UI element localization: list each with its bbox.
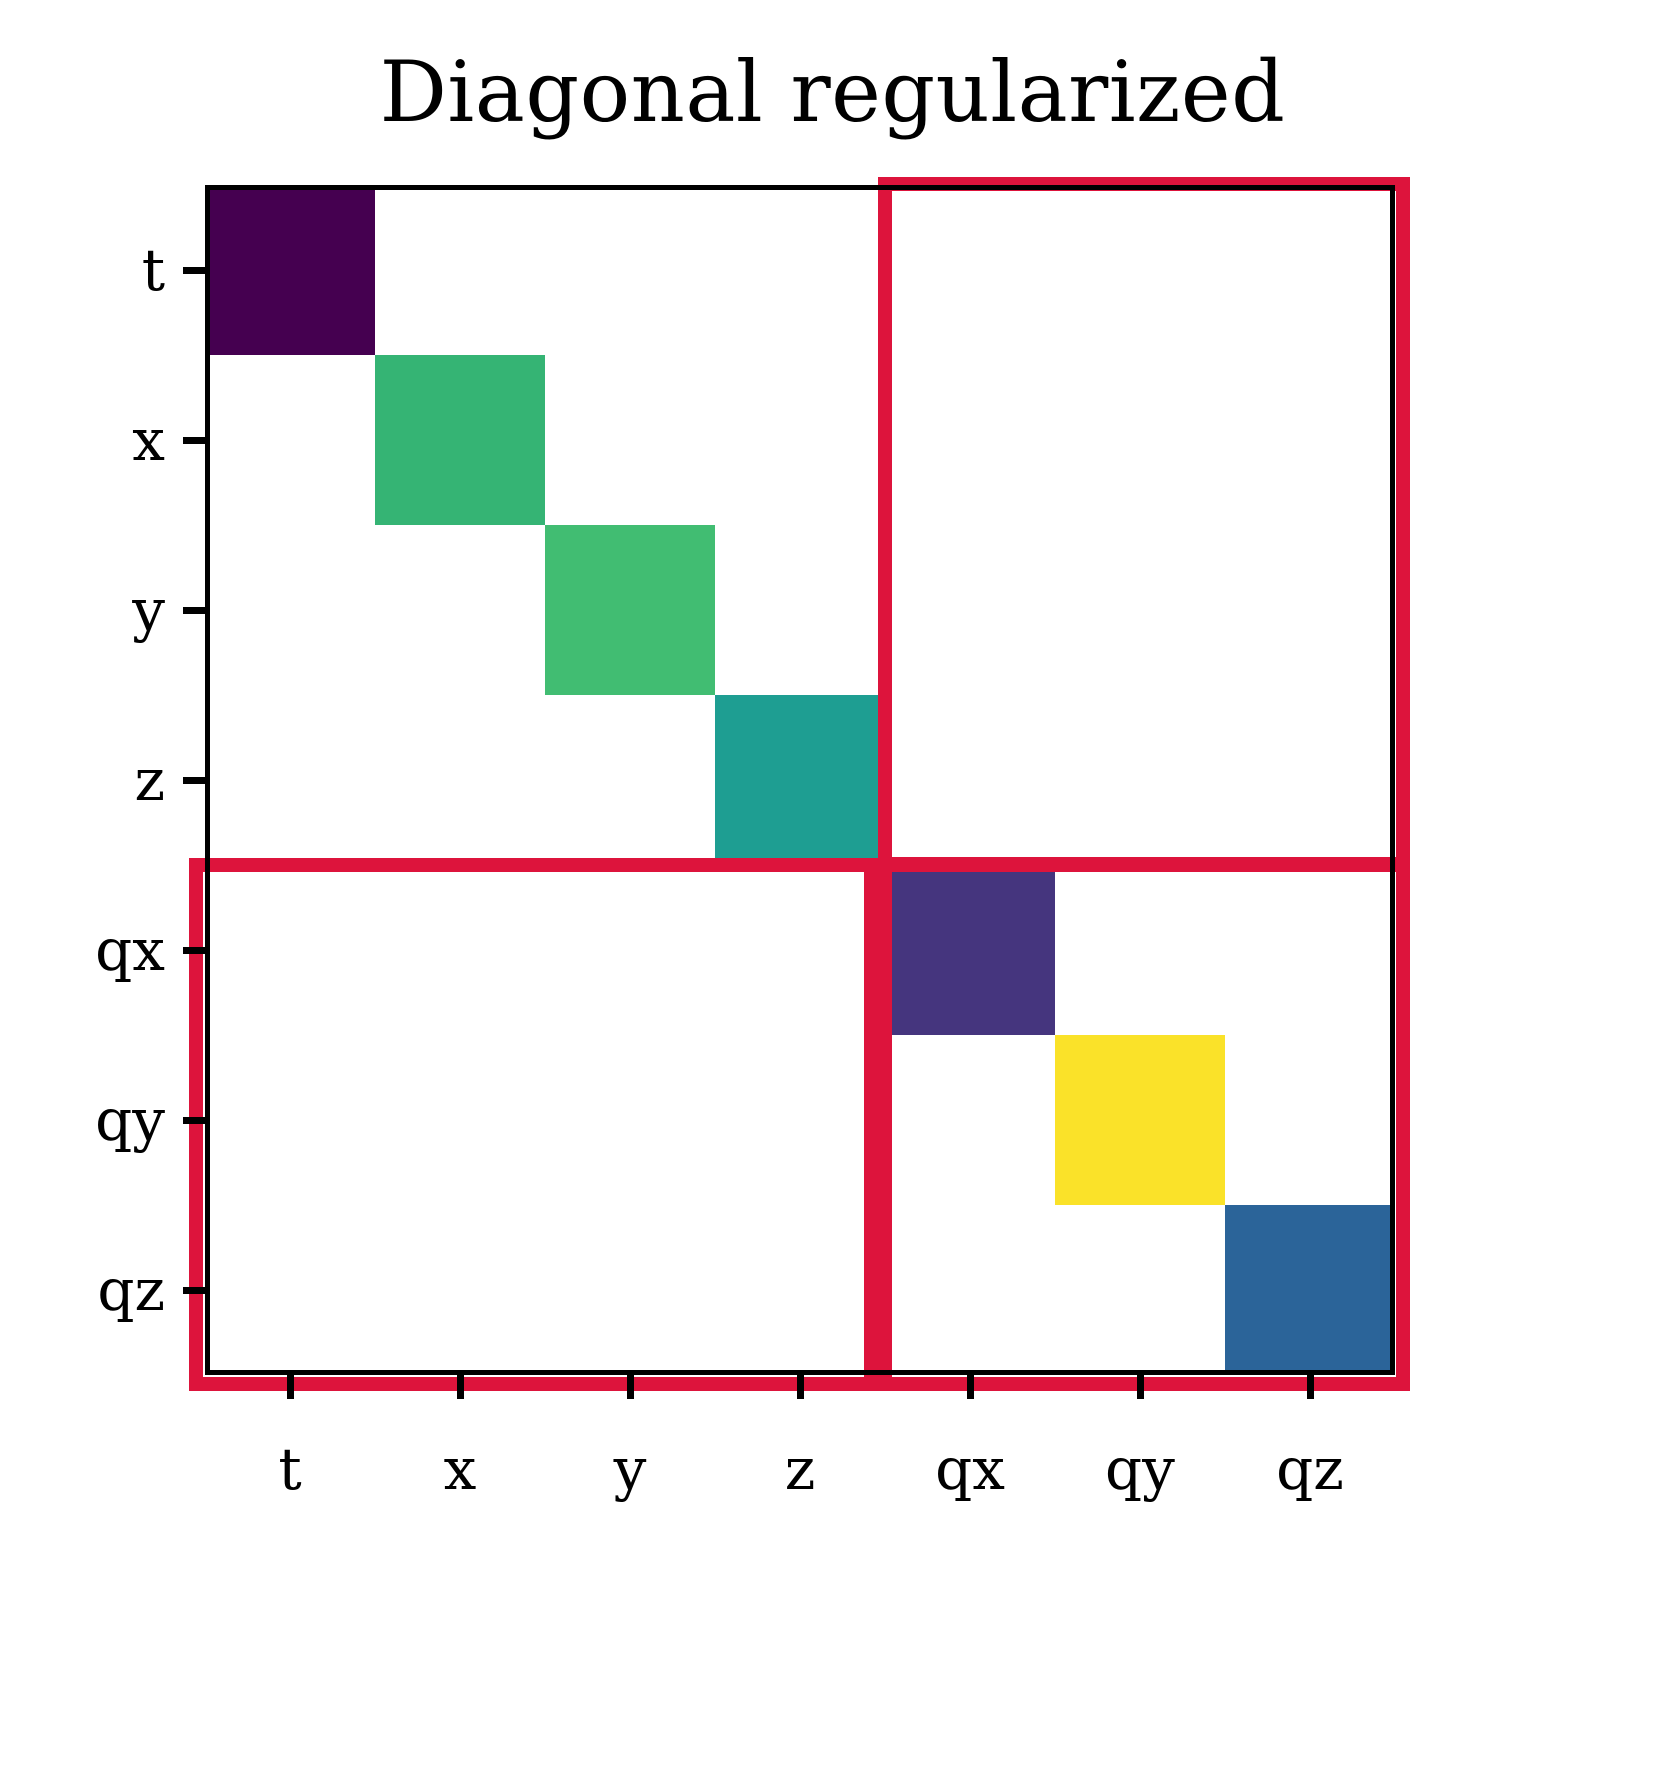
- x-tick-qx: [967, 1375, 974, 1399]
- heatmap-cell-qz-qz[interactable]: [1225, 1205, 1395, 1375]
- y-tick-label-x: x: [132, 406, 165, 474]
- y-tick-qx: [183, 947, 205, 954]
- highlight-box-bottom-right[interactable]: [878, 858, 1410, 1391]
- y-tick-z: [183, 777, 205, 784]
- heatmap-cell-qy-qy[interactable]: [1055, 1035, 1225, 1205]
- x-tick-z: [797, 1375, 804, 1399]
- heatmap-cell-qx-qx[interactable]: [885, 865, 1055, 1035]
- y-tick-y: [183, 607, 205, 614]
- x-tick-label-z: z: [784, 1435, 816, 1503]
- y-tick-t: [183, 267, 205, 274]
- x-tick-x: [457, 1375, 464, 1399]
- y-tick-qz: [183, 1287, 205, 1294]
- x-tick-y: [627, 1375, 634, 1399]
- heatmap-cell-y-y[interactable]: [545, 525, 715, 695]
- page-title: Diagonal regularized: [379, 43, 1286, 141]
- x-tick-label-t: t: [278, 1435, 302, 1503]
- x-tick-label-qx: qx: [935, 1435, 1005, 1503]
- y-tick-label-z: z: [134, 746, 165, 814]
- x-tick-label-x: x: [443, 1435, 477, 1503]
- y-tick-label-y: y: [132, 576, 165, 644]
- highlight-box-top-right[interactable]: [878, 177, 1410, 871]
- x-tick-label-qy: qy: [1105, 1435, 1175, 1503]
- y-tick-label-t: t: [141, 236, 165, 304]
- y-tick-x: [183, 437, 205, 444]
- x-tick-qz: [1307, 1375, 1314, 1399]
- y-tick-qy: [183, 1117, 205, 1124]
- heatmap-plot-area[interactable]: t x y z qx qy qz t x y z qx qy qz: [95, 177, 1410, 1503]
- y-tick-label-qy: qy: [95, 1086, 165, 1154]
- y-tick-label-qx: qx: [95, 916, 165, 984]
- heatmap-cell-t-t[interactable]: [205, 185, 375, 355]
- highlight-box-bottom-left[interactable]: [189, 858, 878, 1391]
- x-tick-label-y: y: [613, 1435, 647, 1503]
- x-tick-t: [287, 1375, 294, 1399]
- y-tick-label-qz: qz: [97, 1256, 165, 1324]
- x-tick-qy: [1137, 1375, 1144, 1399]
- heatmap-cell-x-x[interactable]: [375, 355, 545, 525]
- heatmap-cell-z-z[interactable]: [715, 695, 885, 865]
- x-tick-label-qz: qz: [1276, 1435, 1344, 1503]
